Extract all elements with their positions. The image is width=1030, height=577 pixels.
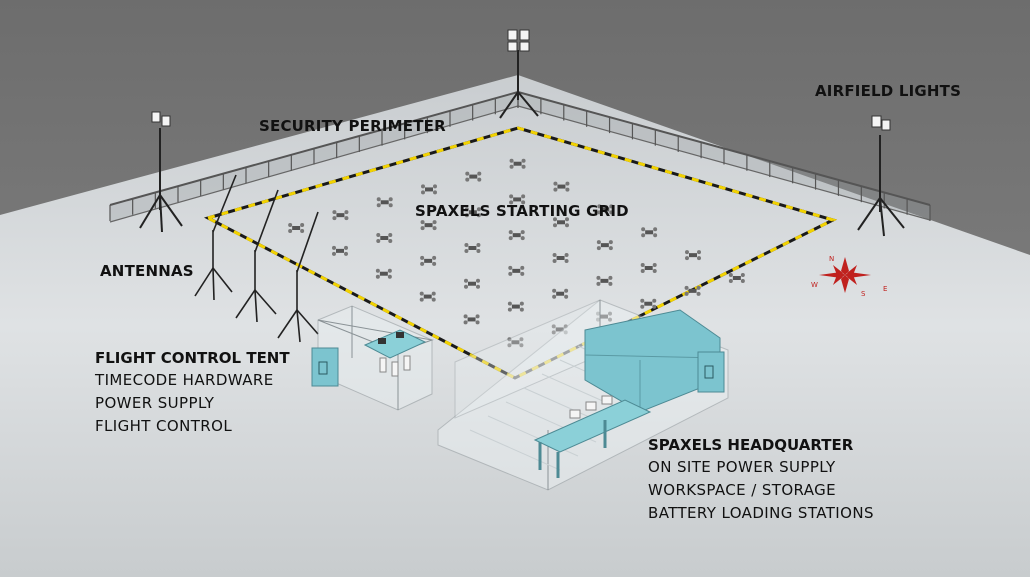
drone: [464, 278, 480, 289]
drone: [640, 263, 657, 273]
drone: [596, 275, 613, 286]
compass-east: E: [883, 285, 887, 293]
drone: [596, 311, 612, 322]
drone: [509, 158, 526, 169]
drone: [552, 253, 569, 263]
drone: [288, 223, 305, 233]
drone: [420, 255, 437, 266]
flight-control-title: FLIGHT CONTROL TENT: [95, 349, 290, 367]
drone: [509, 194, 526, 205]
compass-south: S: [861, 290, 866, 298]
power-cabinet: [311, 347, 339, 387]
drone: [420, 220, 437, 231]
spaxels-headquarter: [437, 299, 729, 491]
drone: [376, 233, 393, 243]
drone: [463, 314, 480, 325]
label-airfield-lights: AIRFIELD LIGHTS: [815, 82, 962, 100]
flight-control-item: FLIGHT CONTROL: [95, 417, 233, 435]
drone: [464, 243, 481, 253]
compass-rose: N S E W: [811, 255, 887, 298]
drone: [508, 265, 525, 276]
flight-control-item: POWER SUPPLY: [95, 394, 215, 412]
control-desk: [363, 329, 427, 359]
battery-station-cabinet: [697, 351, 725, 393]
drone: [421, 184, 437, 195]
drone: [553, 217, 569, 228]
drone: [685, 250, 701, 261]
drone: [596, 240, 613, 251]
drone: [507, 337, 524, 348]
drone: [419, 291, 436, 302]
flight-control-item: TIMECODE HARDWARE: [95, 371, 274, 389]
security-perimeter-fence: [109, 91, 931, 223]
label-starting-grid: SPAXELS STARTING GRID: [415, 202, 629, 220]
label-security-perimeter: SECURITY PERIMETER: [259, 117, 446, 135]
drone: [597, 204, 614, 215]
label-antennas: ANTENNAS: [100, 262, 194, 280]
headquarter-item: ON SITE POWER SUPPLY: [648, 458, 836, 476]
airfield-light-tower-left: [139, 111, 183, 233]
compass-west: W: [811, 281, 818, 289]
drone: [464, 207, 481, 218]
drone: [728, 273, 745, 283]
drone: [641, 227, 658, 238]
flight-control-tent: [311, 305, 434, 411]
drone: [640, 298, 657, 309]
drone: [684, 285, 701, 296]
drone: [376, 197, 393, 208]
drone: [507, 301, 524, 312]
antenna-array: [194, 174, 319, 343]
spaxels-starting-grid-boundary: [203, 126, 838, 380]
drone: [465, 171, 482, 182]
drone: [375, 268, 392, 279]
airfield-light-tower-right: [857, 115, 905, 237]
drone-grid: [288, 158, 745, 348]
drone: [553, 181, 570, 192]
label-spaxels-headquarter: SPAXELS HEADQUARTER ON SITE POWER SUPPLY…: [648, 434, 874, 525]
ground-plane: [0, 75, 1030, 577]
compass-north: N: [829, 255, 834, 263]
label-flight-control-tent: FLIGHT CONTROL TENT TIMECODE HARDWARE PO…: [95, 347, 290, 438]
drone: [508, 230, 525, 241]
drone: [551, 324, 568, 335]
drone: [332, 245, 348, 256]
drone: [332, 210, 349, 221]
airfield-light-tower-center: [499, 29, 539, 119]
headquarter-title: SPAXELS HEADQUARTER: [648, 436, 854, 454]
workbench: [533, 399, 652, 453]
drone: [552, 288, 569, 299]
headquarter-item: WORKSPACE / STORAGE: [648, 481, 837, 499]
headquarter-item: BATTERY LOADING STATIONS: [648, 504, 874, 522]
